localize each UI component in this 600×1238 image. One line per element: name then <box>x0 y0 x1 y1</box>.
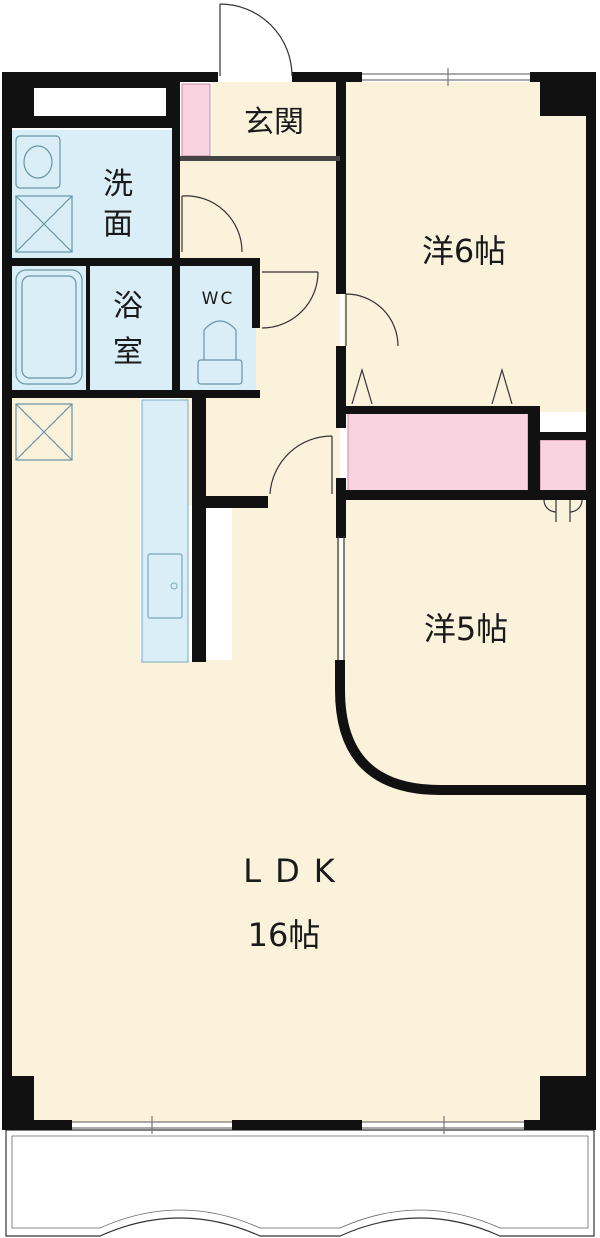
bathroom-floor <box>12 264 174 390</box>
ldk-label: LDK <box>243 852 348 890</box>
closet-small <box>539 439 587 493</box>
balcony <box>5 1129 595 1237</box>
toilet-bowl-icon <box>203 320 237 360</box>
ldk-floor <box>10 398 588 1122</box>
washroom-label-line1: 洗 <box>103 167 133 202</box>
sink-drain <box>170 582 178 590</box>
wc-label: WC <box>202 289 235 309</box>
washbasin-icon <box>15 135 61 189</box>
western-6-label: 洋6帖 <box>422 232 506 270</box>
toilet-tank-icon <box>197 359 243 385</box>
genkan-label: 玄関 <box>244 105 304 140</box>
fridge-space-icon <box>15 403 73 461</box>
floor-fills <box>5 82 595 1237</box>
closet-6 <box>347 411 529 493</box>
bathroom-label-line1: 浴 <box>113 289 143 324</box>
ldk-size-label: 16帖 <box>248 916 321 954</box>
western-5-floor <box>344 498 588 788</box>
curved-wall <box>335 660 588 795</box>
doors <box>181 3 583 660</box>
wc-floor <box>180 264 256 390</box>
washer-pan-icon <box>15 195 73 253</box>
balcony-rail <box>11 1135 589 1229</box>
bathroom-label-line2: 室 <box>113 335 143 370</box>
entrance-floor <box>212 82 340 160</box>
walls <box>2 72 596 1130</box>
kitchen-counter <box>141 399 189 663</box>
entrance-shoe-storage <box>181 83 211 157</box>
windows <box>72 68 530 1134</box>
fixtures <box>15 135 243 461</box>
kitchen-sink <box>147 553 183 619</box>
washroom-label-line2: 面 <box>103 207 133 242</box>
western-5-label: 洋5帖 <box>424 610 508 648</box>
washroom-floor <box>12 130 174 258</box>
bathtub-icon <box>15 269 83 385</box>
western-6-floor <box>344 82 588 412</box>
